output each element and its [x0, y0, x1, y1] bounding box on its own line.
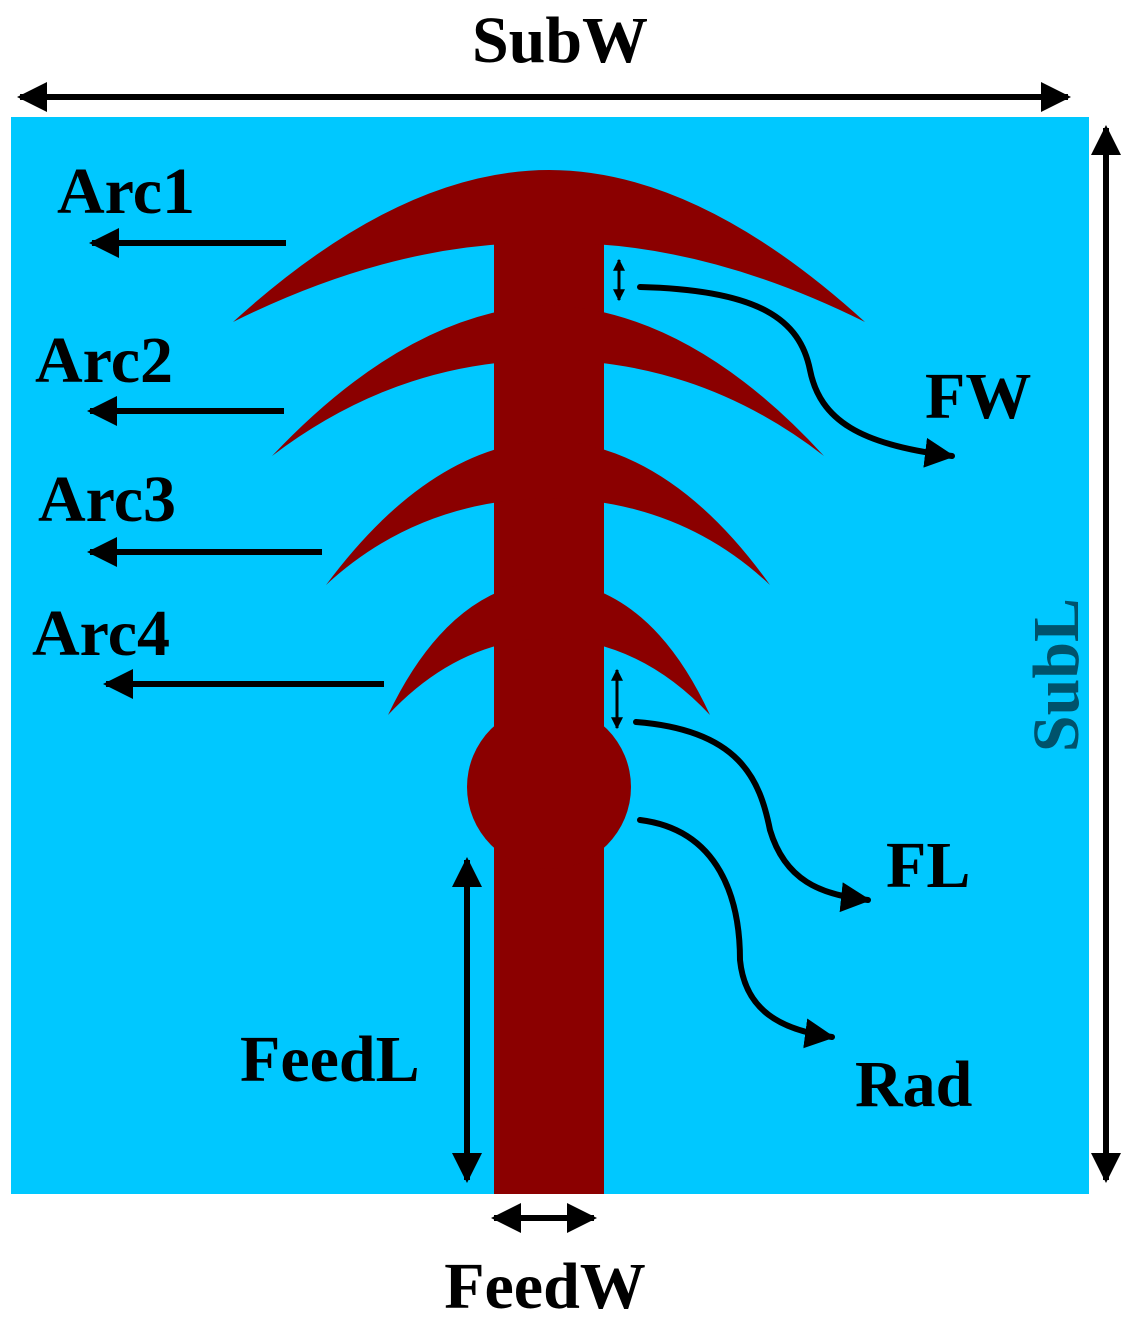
feed-line: [494, 840, 604, 1194]
rad-label: Rad: [855, 1048, 972, 1121]
rad-leader: [637, 817, 835, 1049]
fl-leader: [633, 719, 871, 913]
fl-label: FL: [886, 829, 970, 902]
arc1-label: Arc1: [57, 155, 195, 228]
arc4-label: Arc4: [32, 597, 170, 670]
feedw-label: FeedW: [444, 1250, 646, 1323]
fw-label: FW: [925, 360, 1031, 433]
fw-leader: [637, 284, 955, 468]
arc2-shape: [272, 305, 824, 456]
arc3-shape: [326, 440, 770, 585]
feedl-label: FeedL: [240, 1023, 420, 1096]
patch: [233, 170, 865, 1194]
arc4-shape: [388, 580, 710, 715]
arc3-label: Arc3: [38, 463, 176, 536]
subl-label: SubL: [1020, 598, 1093, 752]
arc1-shape: [233, 170, 865, 322]
subw-label: SubW: [472, 4, 648, 77]
arc2-label: Arc2: [35, 324, 173, 397]
